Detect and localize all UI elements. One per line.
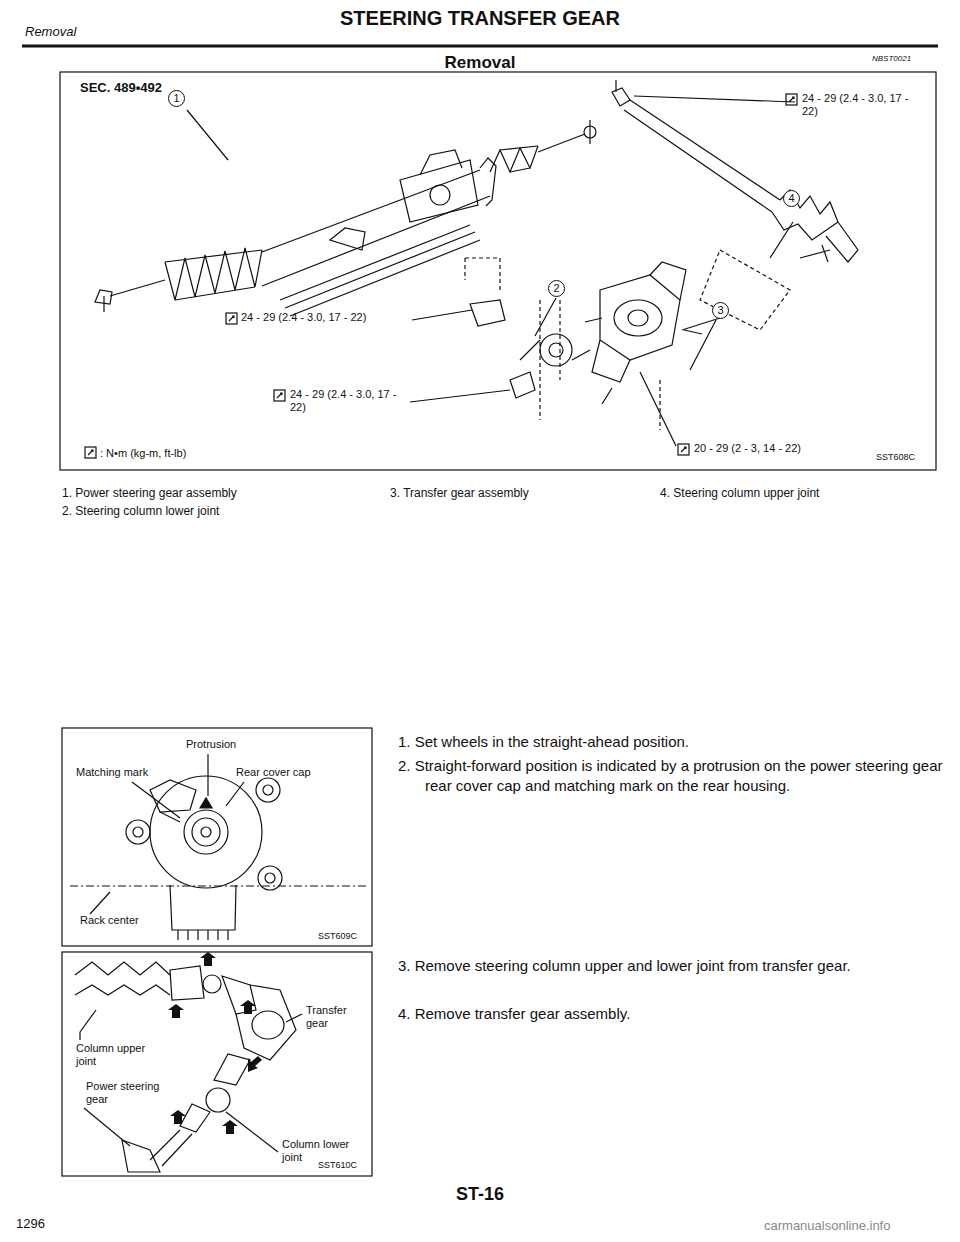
callout-number: 1 xyxy=(168,90,185,107)
torque-symbol xyxy=(84,446,97,459)
part-name: 4. Steering column upper joint xyxy=(660,486,819,500)
part-label: Rack center xyxy=(80,914,139,927)
torque-value: 20 - 29 (2 - 3, 14 - 22) xyxy=(694,442,801,455)
procedure-step: 1. Set wheels in the straight-ahead posi… xyxy=(398,732,957,752)
page-number: ST-16 xyxy=(456,1184,504,1206)
procedure-step: 3. Remove steering column upper and lowe… xyxy=(398,956,957,976)
figure-frame xyxy=(62,728,372,946)
part-label: Transfer gear xyxy=(306,1004,366,1030)
page-number: 1296 xyxy=(16,1216,45,1232)
part-label: Matching mark xyxy=(76,766,148,779)
header-text: Removal xyxy=(25,24,76,40)
part-name: 3. Transfer gear assembly xyxy=(390,486,529,500)
figure-code: SST610C xyxy=(318,1160,357,1171)
legend-text: : N•m (kg-m, ft-lb) xyxy=(100,447,186,459)
procedure-step: 2. Straight-forward position is indicate… xyxy=(398,756,957,795)
joints-drawing xyxy=(75,962,302,1172)
torque-value: 24 - 29 (2.4 - 3.0, 17 - 22) xyxy=(290,388,408,414)
part-label: Protrusion xyxy=(186,738,236,751)
legend-entry: : N•m (kg-m, ft-lb) xyxy=(84,446,186,459)
steering-gear-drawing xyxy=(95,80,858,446)
watermark: carmanualsonline.info xyxy=(764,1218,890,1234)
callout-number: 2 xyxy=(548,280,565,297)
removal-arrows xyxy=(168,952,262,1134)
part-name: 1. Power steering gear assembly xyxy=(62,486,237,500)
figure-frame xyxy=(60,72,936,470)
torque-value: 24 - 29 (2.4 - 3.0, 17 - 22) xyxy=(241,311,366,324)
part-label: Power steering gear xyxy=(86,1080,178,1106)
rear-cover-drawing xyxy=(70,754,368,940)
page-title: STEERING TRANSFER GEAR xyxy=(340,6,620,30)
header-rule xyxy=(22,45,938,48)
figure-code: SST608C xyxy=(876,452,915,463)
part-label: Rear cover cap xyxy=(236,766,311,779)
callout-number: 3 xyxy=(712,302,729,319)
torque-value: 24 - 29 (2.4 - 3.0, 17 - 22) xyxy=(802,92,926,118)
part-label: Column upper joint xyxy=(76,1042,166,1068)
figure-frame xyxy=(62,952,372,1176)
callout-number: 4 xyxy=(783,190,800,207)
section-heading: Removal xyxy=(445,53,516,73)
procedure-step: 4. Remove transfer gear assembly. xyxy=(398,1004,957,1024)
part-name: 2. Steering column lower joint xyxy=(62,504,219,518)
figure-code: SST609C xyxy=(318,931,357,942)
torque-symbol xyxy=(226,94,797,455)
section-code: NBST0021 xyxy=(872,54,911,64)
section-number: SEC. 489•492 xyxy=(80,80,162,96)
